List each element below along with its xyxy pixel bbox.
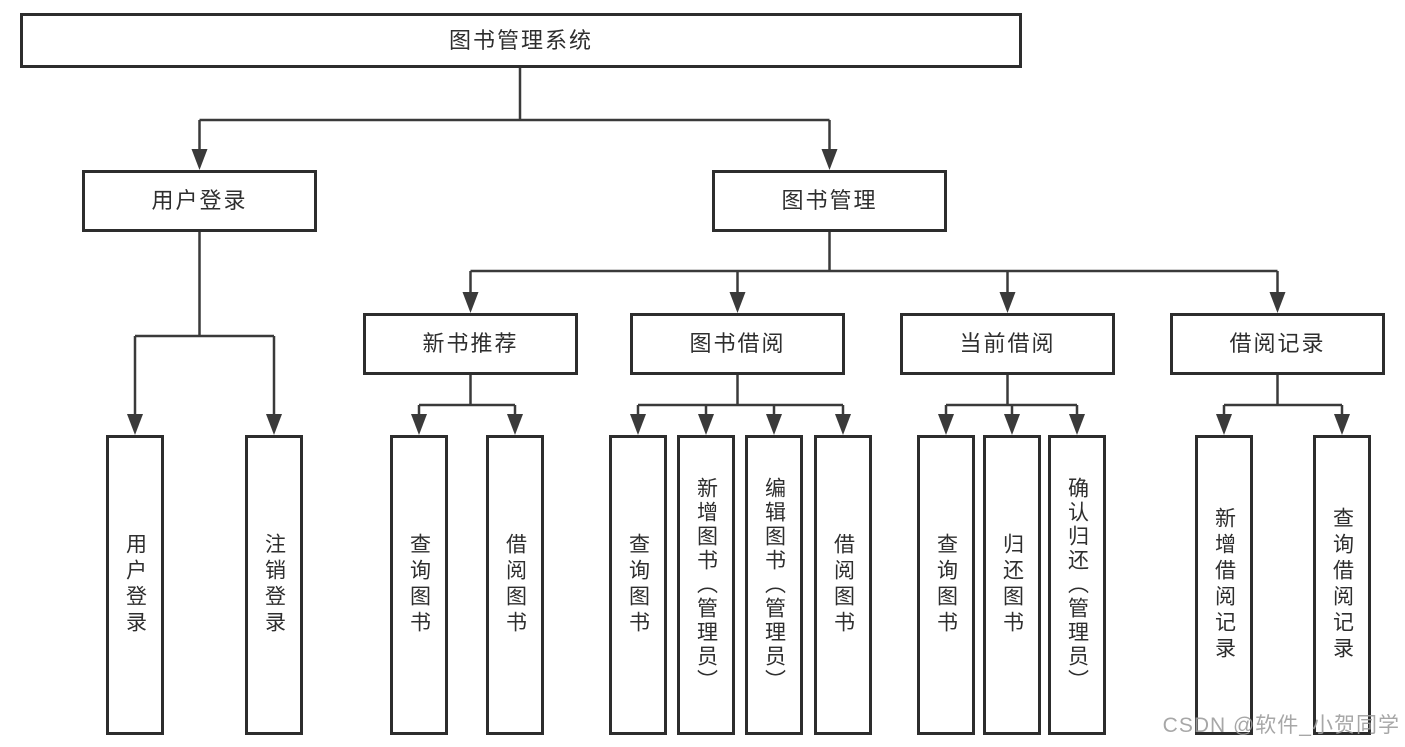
- csdn-watermark: CSDN @软件_小贺同学: [1162, 714, 1400, 737]
- leaf-query-books-current: 查询图书: [917, 435, 975, 735]
- leaf-add-book-admin: 新增图书（管理员）: [677, 435, 735, 735]
- node-new-book-recommendation: 新书推荐: [363, 313, 578, 375]
- leaf-add-borrow-record: 新增借阅记录: [1195, 435, 1253, 735]
- leaf-borrow-books-recommend: 借阅图书: [486, 435, 544, 735]
- node-book-management: 图书管理: [712, 170, 947, 232]
- leaf-query-books-borrowing: 查询图书: [609, 435, 667, 735]
- leaf-query-books-recommend: 查询图书: [390, 435, 448, 735]
- leaf-user-login: 用户登录: [106, 435, 164, 735]
- leaf-logout: 注销登录: [245, 435, 303, 735]
- leaf-return-books: 归还图书: [983, 435, 1041, 735]
- leaf-edit-book-admin: 编辑图书（管理员）: [745, 435, 803, 735]
- leaf-borrow-books-borrowing: 借阅图书: [814, 435, 872, 735]
- node-book-borrowing: 图书借阅: [630, 313, 845, 375]
- node-borrowing-records: 借阅记录: [1170, 313, 1385, 375]
- leaf-confirm-return-admin: 确认归还（管理员）: [1048, 435, 1106, 735]
- leaf-query-borrow-record: 查询借阅记录: [1313, 435, 1371, 735]
- node-user-login: 用户登录: [82, 170, 317, 232]
- node-current-borrowing: 当前借阅: [900, 313, 1115, 375]
- node-library-management-system: 图书管理系统: [20, 13, 1022, 68]
